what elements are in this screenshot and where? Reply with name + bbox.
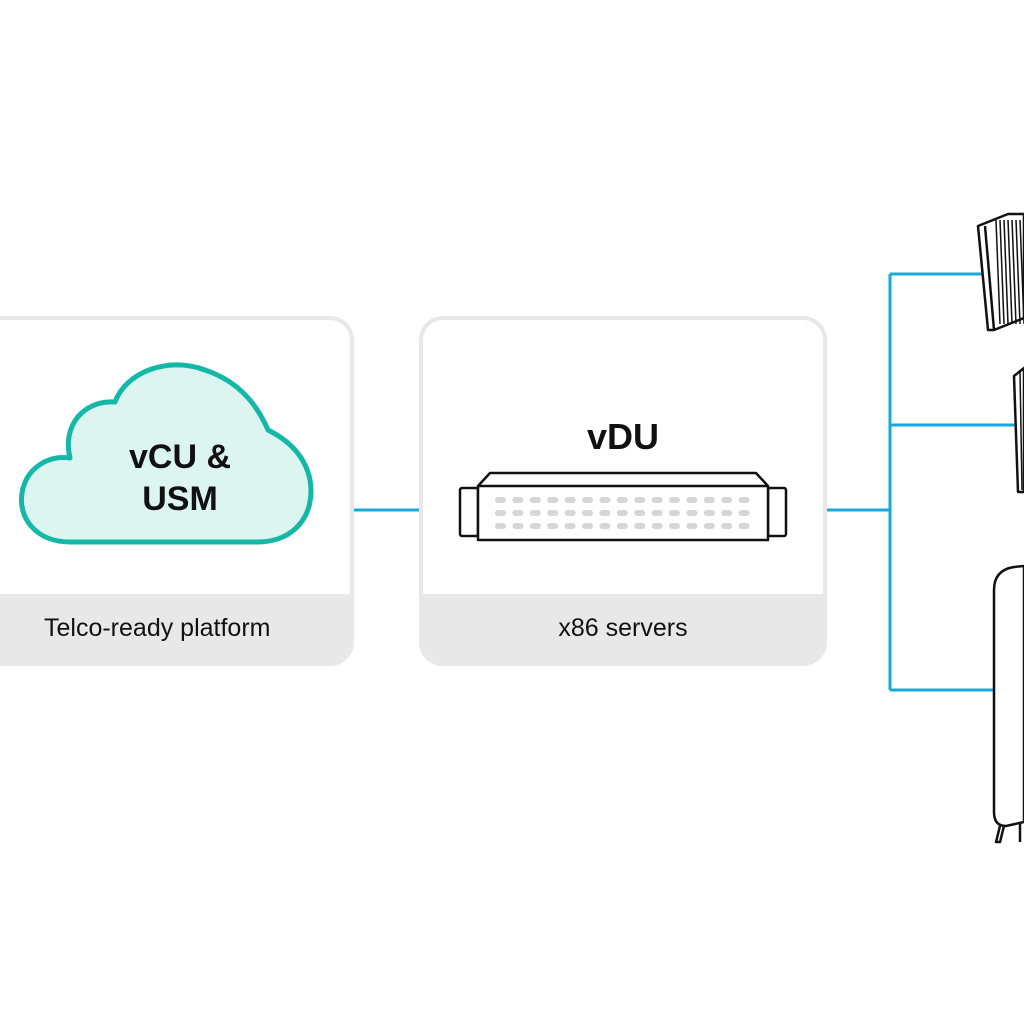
server-vent-dot <box>547 523 559 529</box>
server-vent-dot <box>564 510 576 516</box>
cloud-label-line2: USM <box>142 480 218 518</box>
platform-footer-label: Telco-ready platform <box>0 594 350 662</box>
server-vent-dot <box>495 510 506 516</box>
server-vent-dot <box>529 497 541 503</box>
server-vent-dot <box>721 510 733 516</box>
server-vent-dot <box>651 497 663 503</box>
server-vent-dot <box>651 523 663 529</box>
server-vent-dot <box>703 523 715 529</box>
server-vent-dot <box>582 510 593 516</box>
server-vent-dot <box>529 523 541 529</box>
server-vent-dot <box>495 497 506 503</box>
radio-rib <box>999 219 1005 325</box>
server-vent-dot <box>599 497 611 503</box>
server-vent-dot <box>547 497 559 503</box>
server-vent-dot <box>599 510 611 516</box>
vdu-title: vDU <box>587 416 659 457</box>
server-vent-dot <box>703 510 715 516</box>
server-vent-dot <box>547 510 559 516</box>
server-vent-dot <box>669 510 680 516</box>
server-vent-dot <box>686 510 698 516</box>
server-vent-dot <box>738 497 750 503</box>
server-vent-dot <box>738 523 750 529</box>
server-vent-dot <box>512 497 524 503</box>
server-vent-dot <box>616 523 628 529</box>
server-vent-dot <box>564 523 576 529</box>
server-vent-dot <box>582 497 593 503</box>
server-vent-dot <box>669 523 680 529</box>
servers-footer-label: x86 servers <box>423 594 823 662</box>
cloud-label-line1: vCU & <box>129 438 231 476</box>
server-vent-dot <box>651 510 663 516</box>
server-vent-dot <box>634 510 646 516</box>
server-vent-dot <box>529 510 541 516</box>
server-vent-dot <box>686 523 698 529</box>
server-vent-dot <box>721 497 733 503</box>
server-vent-dot <box>634 497 646 503</box>
server-vent-dot <box>599 523 611 529</box>
radio-rib <box>1003 219 1009 325</box>
server-vent-dot <box>495 523 506 529</box>
server-vent-dot <box>738 510 750 516</box>
radio-unit-icon-1 <box>976 212 1024 332</box>
server-vent-dot <box>721 523 733 529</box>
radio-rib <box>1007 219 1013 325</box>
rack-server-icon <box>458 471 788 542</box>
server-vent-dot <box>512 523 524 529</box>
server-vent-dot <box>512 510 524 516</box>
radio-rib <box>995 219 1001 325</box>
server-vent-dot <box>564 497 576 503</box>
radio-rib <box>1011 219 1017 325</box>
server-vent-dot <box>703 497 715 503</box>
server-vent-dot <box>669 497 680 503</box>
server-vent-dot <box>616 497 628 503</box>
server-vent-dot <box>686 497 698 503</box>
radio-unit-icon-2 <box>1012 366 1024 494</box>
connector-lines <box>354 272 1016 692</box>
radio-rib <box>1015 219 1021 325</box>
cloud-icon <box>18 362 314 545</box>
cabinet-unit-icon <box>992 564 1024 844</box>
server-vent-dot <box>582 523 593 529</box>
radio-rib <box>1019 219 1024 325</box>
server-vent-dot <box>634 523 646 529</box>
server-vent-dot <box>616 510 628 516</box>
